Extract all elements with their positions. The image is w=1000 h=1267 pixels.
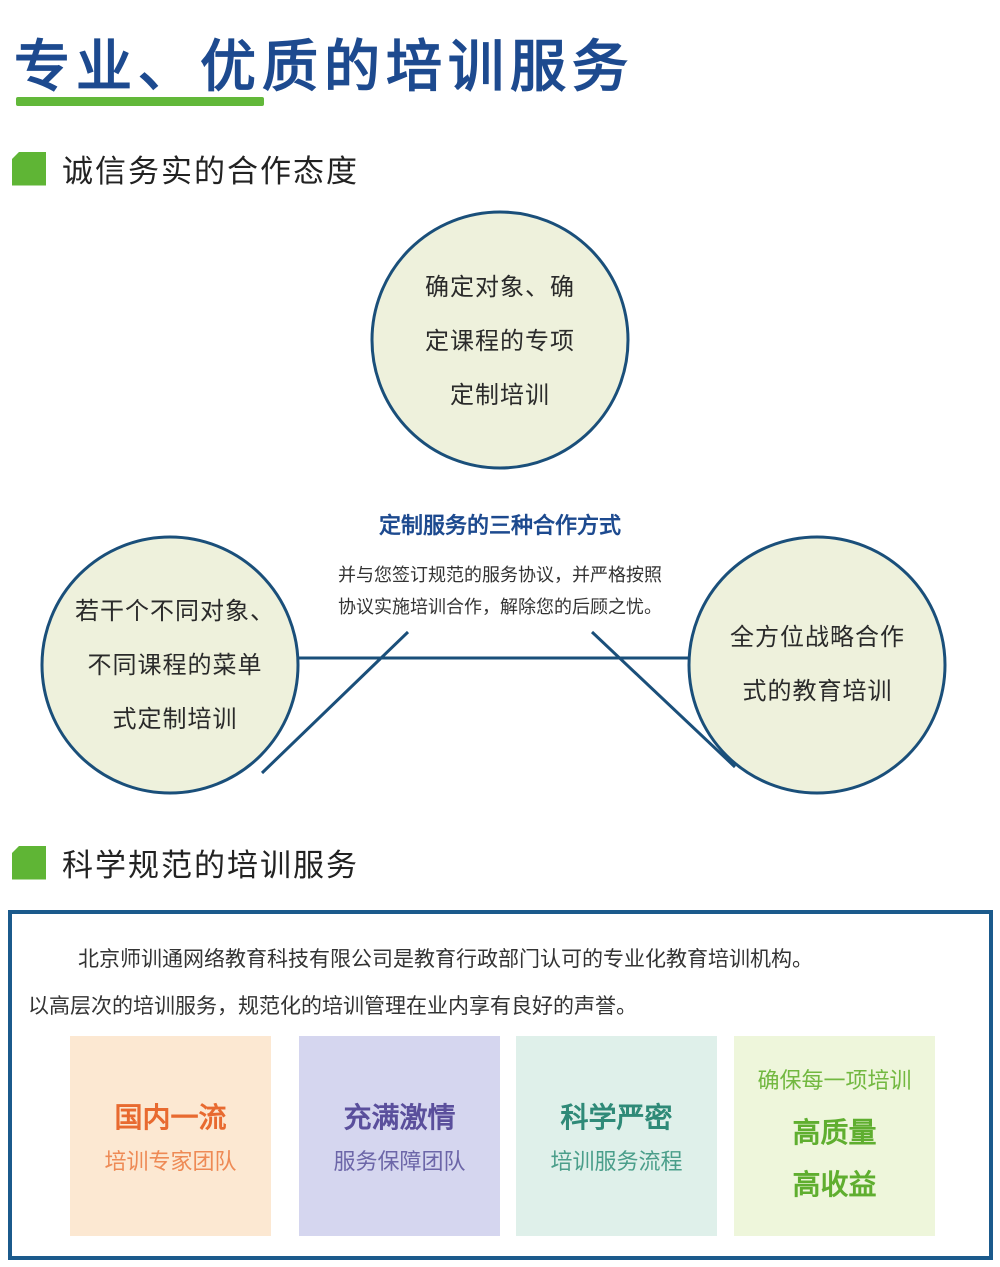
section-heading-service: 科学规范的培训服务 [12, 840, 359, 885]
section-heading-text: 诚信务实的合作态度 [62, 154, 359, 190]
section-heading-text: 科学规范的培训服务 [62, 848, 359, 884]
diagram-center-description: 并与您签订规范的服务协议，并严格按照 协议实施培训合作，解除您的后顾之忧。 [290, 560, 710, 624]
circle-top [370, 210, 630, 470]
intro-paragraph-line: 以高层次的培训服务，规范化的培训管理在业内享有良好的声誉。 [28, 994, 637, 1018]
page-title: 专业、优质的培训服务 [14, 35, 634, 100]
card-title: 国内一流 [114, 1101, 227, 1134]
intro-paragraph-line: 北京师训通网络教育科技有限公司是教育行政部门认可的专业化教育培训机构。 [78, 947, 813, 971]
feature-card-quality: 确保每一项培训 高质量 高收益 [734, 1036, 935, 1236]
text-line: 全方位战略合作 [730, 623, 905, 651]
feature-card-passion: 充满激情 服务保障团队 [299, 1036, 500, 1236]
section-marker-icon [12, 845, 46, 880]
circle-right-text: 全方位战略合作 式的教育培训 [700, 610, 935, 718]
card-subtitle: 培训服务流程 [550, 1150, 683, 1175]
section-heading-cooperation: 诚信务实的合作态度 [12, 146, 359, 191]
card-title: 充满激情 [343, 1101, 456, 1134]
card-subtitle: 服务保障团队 [333, 1150, 466, 1175]
connector-line [590, 630, 737, 769]
text-line: 定制培训 [450, 381, 550, 409]
text-line: 协议实施培训合作，解除您的后顾之忧。 [338, 597, 662, 618]
card-title: 科学严密 [560, 1101, 673, 1134]
diagram-center-title: 定制服务的三种合作方式 [378, 514, 621, 539]
title-underline [16, 97, 264, 106]
cooperation-diagram [40, 210, 947, 795]
text-line: 定课程的专项 [425, 327, 575, 355]
section-marker-icon [12, 151, 46, 186]
text-line: 确定对象、确 [425, 273, 575, 301]
circle-top-text: 确定对象、确 定课程的专项 定制培训 [395, 260, 605, 422]
service-box [8, 910, 993, 1260]
card-title: 高质量 [792, 1116, 877, 1149]
text-line: 不同课程的菜单 [87, 651, 263, 679]
feature-card-process: 科学严密 培训服务流程 [516, 1036, 717, 1236]
text-line: 式定制培训 [112, 705, 238, 733]
circle-left [40, 535, 300, 795]
card-subtitle: 确保每一项培训 [757, 1069, 912, 1094]
feature-card-experts: 国内一流 培训专家团队 [70, 1036, 271, 1236]
text-line: 式的教育培训 [742, 677, 893, 705]
card-title: 高收益 [792, 1168, 877, 1201]
circle-right [687, 535, 947, 795]
connector-line [260, 630, 410, 775]
card-subtitle: 培训专家团队 [104, 1150, 237, 1175]
text-line: 若干个不同对象、 [75, 597, 275, 625]
text-line: 并与您签订规范的服务协议，并严格按照 [338, 565, 662, 586]
circle-left-text: 若干个不同对象、 不同课程的菜单 式定制培训 [55, 584, 295, 746]
